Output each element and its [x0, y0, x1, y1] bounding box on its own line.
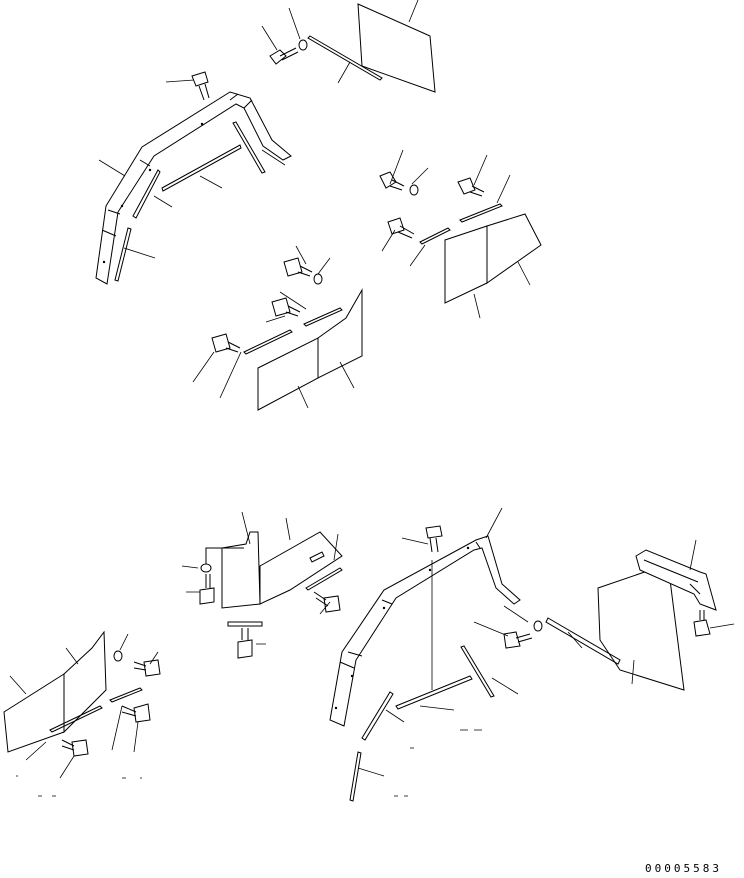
leader-lines [262, 0, 418, 83]
strip [306, 568, 342, 590]
strip [233, 122, 265, 173]
bolt [272, 298, 300, 316]
bottom-large-fender-assembly [330, 508, 734, 801]
bolt [504, 632, 532, 648]
mudflap-panel [318, 290, 362, 378]
bracket-plate [222, 532, 260, 608]
top-small-cover-assembly [262, 0, 435, 92]
drawing-code: 00005583 [645, 862, 722, 875]
bottom-left-mudflap-assembly [4, 632, 160, 796]
bracket-plate [260, 532, 342, 604]
bolt [694, 610, 710, 636]
mudflap-panel [445, 226, 487, 303]
bolt [388, 218, 414, 238]
washer [410, 185, 418, 195]
bolt [380, 172, 404, 190]
bracket [244, 330, 292, 354]
strip [162, 145, 241, 191]
bolt [212, 334, 240, 352]
washer [299, 40, 307, 50]
bolt [134, 660, 160, 676]
washer [534, 621, 542, 631]
bolt [314, 592, 340, 612]
dimension-marks [394, 730, 482, 796]
mudflap-panel [4, 674, 64, 752]
bracket [460, 204, 502, 222]
bolt [200, 574, 214, 604]
strip [396, 676, 472, 709]
bolt [62, 740, 88, 756]
washer [201, 564, 211, 572]
leader-lines [99, 80, 285, 258]
washer [314, 274, 322, 284]
top-mudflap-assembly-left [193, 246, 362, 410]
strip [461, 646, 494, 697]
strip [110, 688, 142, 702]
strip [133, 170, 160, 218]
bolt [284, 258, 312, 276]
cover-strip [308, 36, 382, 80]
strip [228, 622, 262, 626]
leader-lines [10, 634, 158, 778]
fender-body [330, 536, 520, 726]
dimension-marks [16, 776, 142, 796]
strip [546, 618, 620, 664]
mudflap-panel [487, 214, 541, 283]
bolt [426, 526, 442, 552]
top-fender-assembly [96, 72, 291, 284]
washer [114, 651, 122, 661]
mudflap-panel [258, 338, 318, 410]
top-mudflap-assembly-right [380, 150, 541, 318]
bolt [122, 704, 150, 722]
bolt [192, 72, 209, 100]
bolt [238, 628, 252, 658]
strip [350, 752, 361, 801]
leader-lines [382, 150, 530, 318]
strip [115, 228, 131, 281]
bracket [420, 228, 450, 244]
bolt [270, 48, 298, 64]
cover-plate [358, 4, 435, 92]
connector [206, 548, 244, 566]
strip [50, 706, 102, 732]
leader-lines [182, 512, 338, 644]
strip [362, 692, 393, 740]
bolt [458, 178, 484, 196]
fender-body [96, 92, 291, 284]
leader-lines [358, 508, 734, 776]
bottom-bracket-assembly [182, 512, 342, 658]
mudflap-panel [64, 632, 106, 732]
bracket [304, 308, 342, 326]
leader-lines [193, 246, 354, 408]
